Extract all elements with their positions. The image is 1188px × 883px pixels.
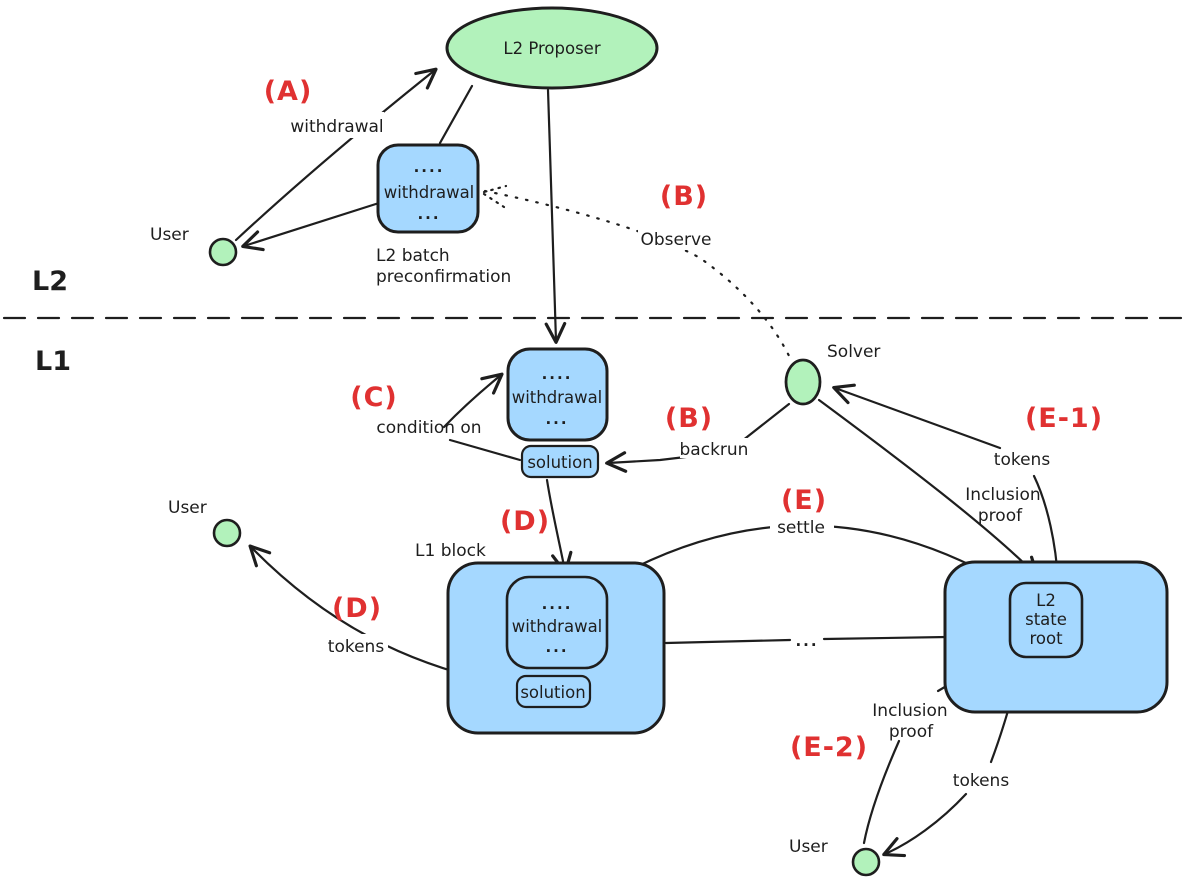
inclusion-e2-line1: Inclusion: [872, 701, 947, 721]
settle-label-bg: [770, 514, 834, 538]
user-top-node: [208, 237, 238, 267]
edge-observe-arrowhead: [482, 184, 508, 209]
inclusion-e1-line2: proof: [978, 506, 1023, 526]
l2-state-root-line1: L2: [1036, 591, 1056, 610]
l1-block-dots-bottom: ...: [545, 638, 568, 656]
settle-edge-label: settle: [777, 518, 825, 538]
edge-chain-left: [664, 638, 792, 645]
annotation-d-mid: (D): [500, 506, 550, 537]
inclusion-e1-line1: Inclusion: [965, 485, 1040, 505]
l2-batch-dots-bottom: ...: [417, 205, 440, 223]
withdrawal-label-bg: [290, 112, 384, 138]
edge-tokens-to-solver: [832, 383, 1002, 450]
annotation-a: (A): [264, 76, 313, 107]
l2-state-root-line3: root: [1029, 629, 1063, 648]
edge-inclusion-proof-user-tail: [862, 739, 901, 845]
inclusion-e2-line2: proof: [889, 722, 934, 742]
l2-batch-caption-1: L2 batch: [376, 246, 450, 266]
l2-proposer-node: [445, 6, 659, 90]
l1-pending-withdrawal-box: [506, 347, 609, 442]
pending-solution-label: solution: [527, 453, 592, 472]
edge-solution-to-condition: [448, 438, 522, 462]
solver-label: Solver: [827, 342, 880, 362]
l2-batch-label: withdrawal: [384, 183, 475, 202]
edge-user-to-proposer: [234, 67, 438, 242]
l2-batch-dots-top: ....: [414, 158, 445, 176]
backrun-edge-label: backrun: [680, 440, 749, 460]
tokens-e1-edge-label: tokens: [994, 450, 1051, 470]
l1-block-withdrawal-label: withdrawal: [512, 617, 603, 636]
backrun-label-bg: [680, 438, 750, 458]
withdrawal-edge-label: withdrawal: [290, 117, 383, 137]
edge-inclusion-proof-solver: [817, 398, 1040, 579]
tokens-e2-edge-label: tokens: [953, 771, 1010, 791]
l1-block-caption: L1 block: [415, 541, 486, 561]
edge-chain-right: [822, 635, 949, 641]
tokens-d-label-bg: [324, 634, 388, 656]
edge-observe-dotted: [483, 189, 793, 362]
annotation-e1: (E-1): [1025, 403, 1103, 434]
l1-block-dots-top: ....: [542, 595, 573, 613]
solver-node: [784, 358, 822, 406]
user-top-label: User: [150, 225, 189, 245]
l1-block-withdrawal-box: [505, 575, 609, 670]
l2-batch-caption-2: preconfirmation: [376, 267, 511, 287]
annotation-b-mid: (B): [665, 403, 713, 434]
pending-solution-box: [520, 444, 600, 479]
l1-block-solution-box: [515, 674, 592, 709]
l2-state-root-box: [1008, 581, 1084, 659]
annotation-c: (C): [350, 382, 398, 413]
user-bottom-node: [851, 847, 881, 877]
annotation-b-top: (B): [660, 181, 708, 212]
annotation-d-left: (D): [332, 593, 382, 624]
layer-label-l2: L2: [32, 266, 68, 297]
tokens-d-edge-label: tokens: [328, 637, 385, 657]
observe-edge-label: Observe: [641, 230, 712, 250]
edge-batch-to-user: [241, 201, 381, 252]
blocks-ellipsis: ...: [795, 632, 818, 650]
edge-proposer-to-batch: [438, 84, 474, 145]
layer-label-l1: L1: [35, 346, 71, 377]
l2-state-root-line2: state: [1025, 610, 1067, 629]
annotation-e2: (E-2): [790, 732, 868, 763]
l1-pending-dots-top: ....: [542, 365, 573, 383]
user-mid-node: [212, 518, 242, 548]
condition-on-edge-label: condition on: [376, 418, 481, 438]
l1-pending-dots-bottom: ...: [545, 410, 568, 428]
edge-proposer-to-l1-withdrawal: [544, 88, 567, 344]
edge-tokens-to-user-bottom-head: [882, 792, 968, 858]
l1-block-solution-label: solution: [520, 683, 585, 702]
edge-condition-to-withdrawal: [442, 372, 504, 429]
l2-batch-box: [376, 143, 480, 234]
observe-label-bg: [638, 224, 714, 250]
user-bottom-label: User: [789, 837, 828, 857]
l2-proposer-label: L2 Proposer: [503, 39, 600, 58]
annotation-e: (E): [781, 485, 827, 516]
l1-pending-label: withdrawal: [512, 388, 603, 407]
user-mid-label: User: [168, 498, 207, 518]
